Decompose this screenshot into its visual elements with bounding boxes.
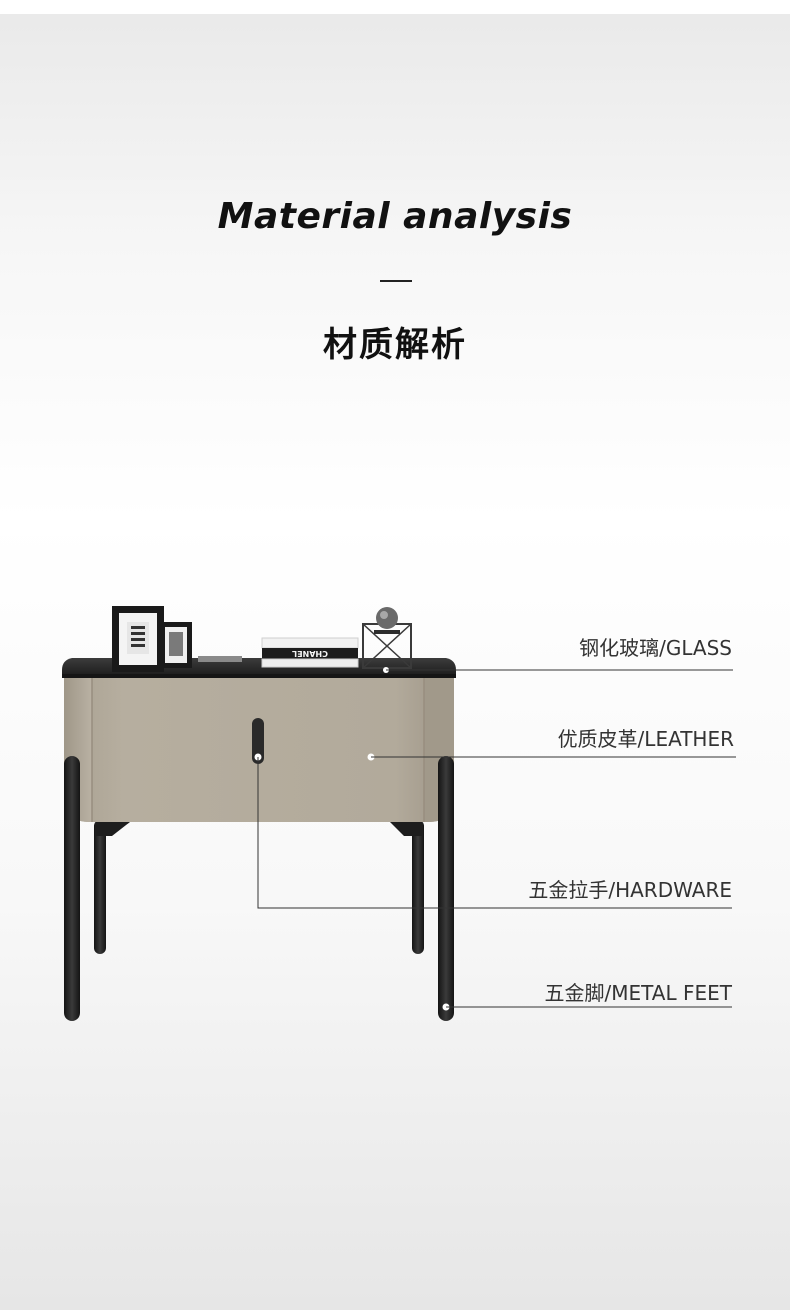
back-leg-right [412, 820, 424, 954]
drawer-handle [252, 718, 264, 764]
book-title: CHANEL [292, 649, 328, 658]
photo-frame-small [160, 622, 192, 668]
photo-frame-large [112, 606, 164, 672]
front-leg-right [438, 756, 454, 1021]
callout-label-leather: 优质皮革/LEATHER [557, 727, 734, 751]
front-leg-left [64, 756, 80, 1021]
under-frame-right [390, 822, 422, 836]
back-leg-left [94, 820, 106, 954]
under-frame [96, 822, 130, 836]
callout-label-hardware: 五金拉手/HARDWARE [528, 878, 732, 902]
callout-label-feet: 五金脚/METAL FEET [544, 981, 732, 1005]
book-stack: CHANEL [261, 637, 359, 668]
top-band [0, 0, 790, 14]
callout-label-glass: 钢化玻璃/GLASS [579, 636, 732, 660]
page-title-cn: 材质解析 [323, 325, 467, 365]
nightstand-illustration: CHANEL [62, 606, 736, 1021]
page-title-en: Material analysis [217, 196, 573, 237]
callout-line-hardware [257, 757, 732, 909]
title-divider [380, 280, 412, 282]
